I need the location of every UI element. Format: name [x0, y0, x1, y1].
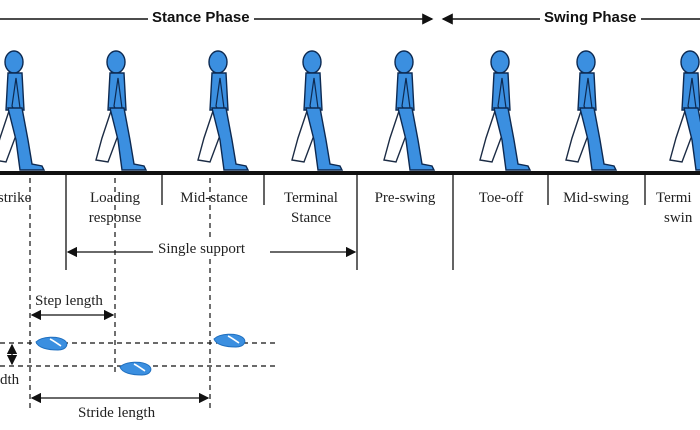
single-support-label: Single support [154, 241, 250, 258]
figure-mid-stance [197, 50, 249, 171]
figure-pre-swing [383, 50, 435, 171]
phase-label-heel-strike: l strike [0, 188, 62, 208]
phase-label-line: Pre-swing [374, 190, 436, 206]
phase-label-line: Stance [291, 210, 331, 226]
phase-label-mid-swing: Mid-swing [550, 188, 642, 208]
phase-label-line: Termi [656, 190, 692, 206]
phase-label-terminal-stance: Terminal Stance [268, 188, 354, 228]
figure-mid-swing [565, 50, 617, 171]
stance-phase-title: Stance Phase [148, 9, 254, 26]
figure-loading-response [95, 50, 147, 171]
phase-label-line: Mid-stance [180, 190, 248, 206]
step-width-label: dth [0, 372, 24, 389]
stride-length-label: Stride length [74, 405, 160, 422]
phase-label-line: Terminal [284, 190, 338, 206]
figure-terminal-swing [669, 50, 700, 171]
walking-figures [0, 50, 700, 171]
phase-label-toe-off: Toe-off [456, 188, 546, 208]
figure-heel-strike [0, 50, 45, 171]
swing-phase-title: Swing Phase [540, 9, 641, 26]
figure-terminal-stance [291, 50, 343, 171]
phase-label-line: l strike [0, 190, 32, 206]
footprint-right [119, 361, 152, 376]
phase-label-line: Loading [90, 190, 140, 206]
phase-dividers [65, 173, 646, 270]
step-length-label: Step length [35, 293, 103, 309]
phase-label-pre-swing: Pre-swing [360, 188, 450, 208]
phase-label-line: Mid-swing [563, 190, 629, 206]
phase-label-line: response [88, 210, 142, 226]
footprint-left-2 [213, 333, 246, 348]
figure-toe-off [479, 50, 531, 171]
phase-label-line: Toe-off [478, 190, 524, 206]
phase-label-terminal-swing: Termi swin [656, 188, 700, 228]
phase-label-line: swin [664, 210, 693, 226]
phase-label-loading-response: Loading response [70, 188, 160, 228]
phase-label-mid-stance: Mid-stance [166, 188, 262, 208]
footprint-left-1 [35, 336, 68, 351]
